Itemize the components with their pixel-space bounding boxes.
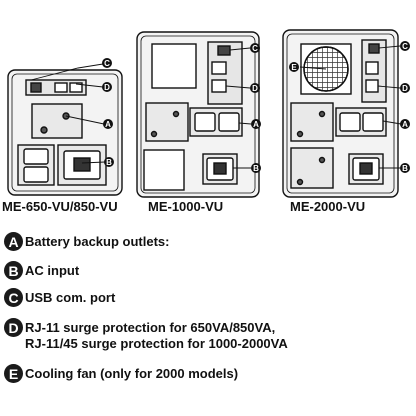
usb-port-icon (217, 45, 231, 56)
legend-item-a: A Battery backup outlets: (4, 232, 169, 251)
outlet-icon (362, 112, 384, 132)
outlet-icon (218, 112, 240, 132)
legend-item-c: C USB com. port (4, 288, 115, 307)
callout-c: C (252, 44, 258, 53)
legend-letter-c: C (4, 288, 23, 307)
legend-text-d: RJ-11 surge protection for 650VA/850VA, … (25, 318, 288, 352)
outlet-icon (339, 112, 361, 132)
outlet-icon (194, 112, 216, 132)
usb-port-icon (30, 82, 42, 93)
outlet-icon (23, 166, 49, 183)
breaker-icon (172, 110, 180, 118)
legend-item-d: D RJ-11 surge protection for 650VA/850VA… (4, 318, 288, 352)
legend-text-d-line2: RJ-11/45 surge protection for 1000-2000V… (25, 336, 288, 351)
legend-letter-a: A (4, 232, 23, 251)
legend-item-b: B AC input (4, 261, 79, 280)
breaker-icon (318, 110, 326, 118)
legend-text-a: Battery backup outlets: (25, 234, 170, 249)
callout-d: D (252, 84, 258, 93)
callout-c: C (402, 42, 408, 51)
usb-port-icon (368, 43, 380, 54)
callout-a: A (105, 120, 111, 129)
legend-letter-b: B (4, 261, 23, 280)
rj45-port-in-icon (211, 61, 227, 75)
callout-d: D (104, 83, 110, 92)
legend-text-c: USB com. port (25, 290, 116, 305)
outlet-icon (23, 148, 49, 165)
legend-text-b: AC input (25, 263, 80, 278)
callout-a: A (253, 120, 259, 129)
breaker-icon (318, 156, 326, 164)
unit-me-650-850 (7, 69, 123, 196)
callout-b: B (253, 164, 259, 173)
callout-b: B (402, 164, 408, 173)
rj45-port-out-icon (365, 79, 379, 93)
rj45-port-out-icon (211, 79, 227, 93)
callout-b: B (106, 158, 112, 167)
unit-me-2000 (282, 29, 399, 198)
breaker-icon (150, 130, 158, 138)
legend-text-d-line1: RJ-11 surge protection for 650VA/850VA, (25, 320, 276, 335)
callout-e: E (291, 63, 297, 72)
rj45-port-in-icon (365, 61, 379, 75)
legend-item-e: E Cooling fan (only for 2000 models) (4, 364, 238, 383)
callout-d: D (402, 84, 408, 93)
unit-me-1000 (136, 31, 260, 198)
legend-letter-d: D (4, 318, 23, 337)
breaker-icon (40, 126, 48, 134)
model-label-me-650-850: ME-650-VU/850-VU (2, 199, 118, 214)
legend-letter-e: E (4, 364, 23, 383)
breaker-icon (296, 130, 304, 138)
callout-c: C (104, 59, 110, 68)
rj11-port-out-icon (69, 82, 83, 93)
callout-a: A (402, 120, 408, 129)
breaker-icon (296, 178, 304, 186)
rj11-port-in-icon (54, 82, 68, 93)
model-label-me-1000: ME-1000-VU (148, 199, 224, 214)
legend-text-e: Cooling fan (only for 2000 models) (25, 366, 239, 381)
model-label-me-2000: ME-2000-VU (290, 199, 366, 214)
ups-rear-panel-diagram: C D A B C D A B (7, 29, 410, 198)
